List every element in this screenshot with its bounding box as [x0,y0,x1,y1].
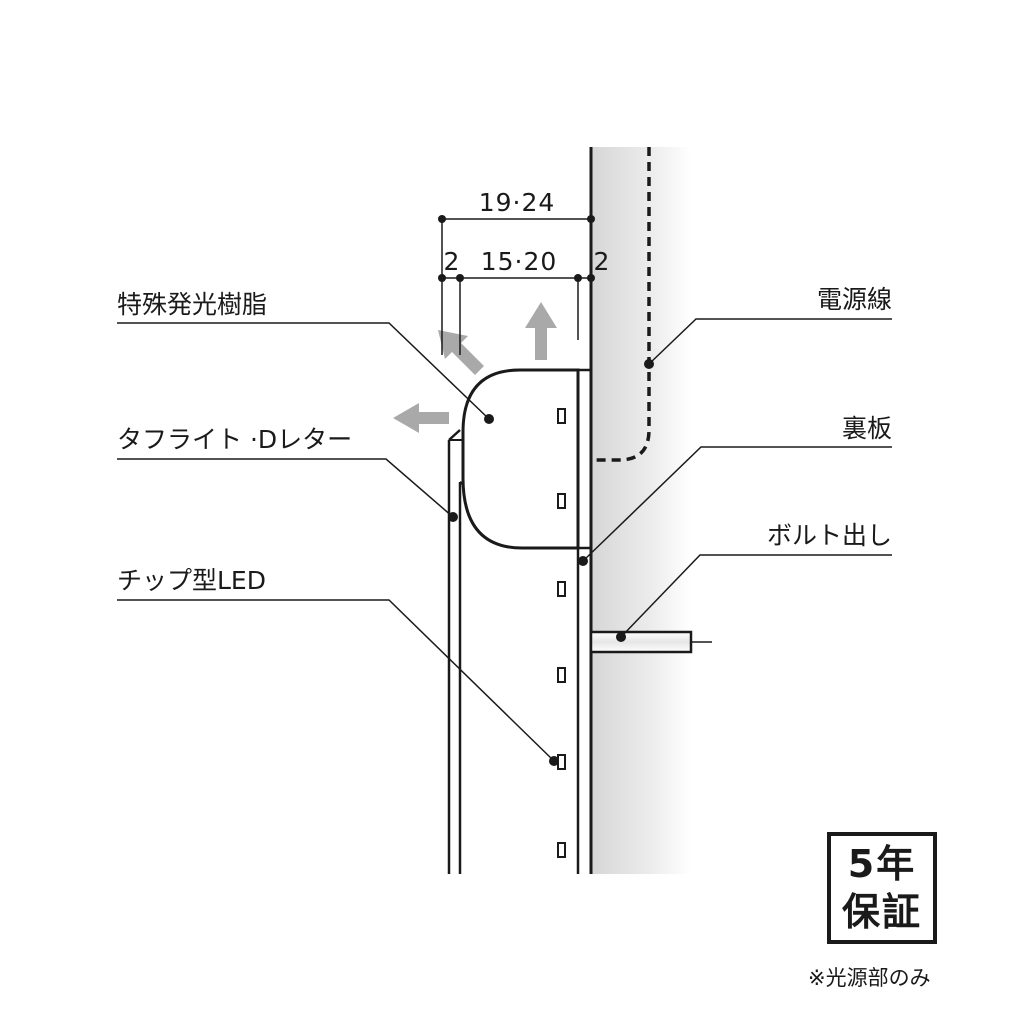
callout-back-plate: 裏板 [578,414,892,566]
callout-power-cable: 電源線 [644,285,892,369]
chip-led [557,493,566,509]
power-cable [591,147,651,462]
chip-led [557,754,566,770]
dimension-right-side: 2 [594,247,611,276]
arrow-left-icon [393,403,449,433]
warranty-label: 保証 [841,890,922,934]
resin-face [461,368,580,550]
chip-led [557,581,566,597]
callout-bolt: ボルト出し [616,521,892,642]
dimension-left-side: 2 [444,247,461,276]
label-power-cable: 電源線 [817,285,892,314]
label-special-resin: 特殊発光樹脂 [117,290,267,319]
light-arrows [393,302,557,433]
bolt [589,630,712,654]
callout-product-name: タフライト ·Dレター [117,425,458,522]
label-product-name: タフライト ·Dレター [117,425,352,454]
label-back-plate: 裏板 [842,414,892,443]
dimension-inner: 15·20 [481,247,558,276]
dimension-lines: 19·24 2 15·20 2 [438,188,611,355]
chip-led [557,667,566,683]
back-plate [576,368,591,874]
label-chip-led: チップ型LED [117,566,266,595]
label-bolt: ボルト出し [767,521,892,550]
chip-led-column [557,408,566,858]
dimension-overall: 19·24 [479,188,556,217]
callout-chip-led: チップ型LED [117,566,559,766]
warranty-badge: 5年 保証 [827,832,937,944]
wall [591,147,691,874]
chip-led [557,408,566,424]
arrow-up-icon [525,302,557,360]
callout-special-resin: 特殊発光樹脂 [117,290,494,424]
arrow-diagonal-icon [438,330,484,375]
warranty-years: 5年 [847,842,917,886]
warranty-note: ※光源部のみ [808,966,931,990]
chip-led [557,842,566,858]
